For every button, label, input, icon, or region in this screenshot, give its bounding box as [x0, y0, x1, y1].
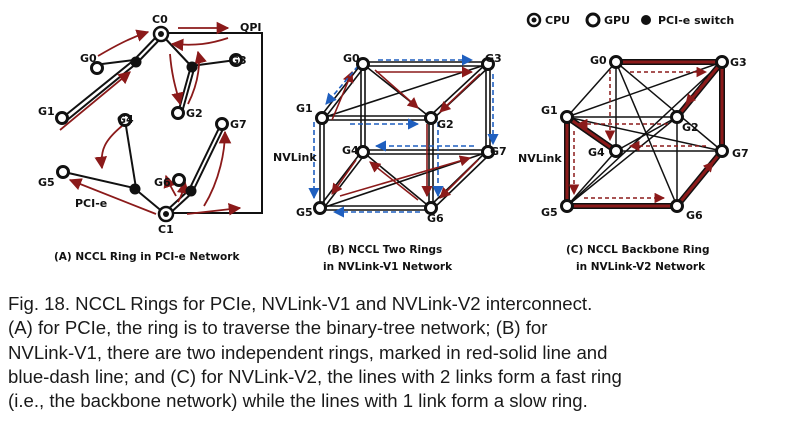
- label-g7: G7: [732, 147, 749, 160]
- caption-line: blue-dash line; and (C) for NVLink-V2, t…: [8, 365, 622, 387]
- legend-switch-label: PCI-e switch: [658, 14, 734, 27]
- legend: CPU GPU PCI-e switch: [526, 12, 734, 28]
- label-g6: G6: [427, 212, 444, 225]
- gpu-g0-node: [90, 61, 104, 75]
- panel-a-caption: (A) NCCL Ring in PCI-e Network: [54, 251, 240, 263]
- label-g7: G7: [230, 118, 247, 131]
- gpu-g3-node: [229, 53, 243, 67]
- gpu-legend-icon: [585, 12, 601, 28]
- label-g4: G4: [117, 113, 134, 126]
- label-nvlink: NVLink: [518, 152, 562, 165]
- label-g1: G1: [38, 105, 55, 118]
- label-g5: G5: [38, 176, 55, 189]
- switch-legend-icon: [641, 15, 651, 25]
- gpu-g7-node: [481, 145, 495, 159]
- label-g3: G3: [730, 56, 747, 69]
- gpu-g4-node: [118, 113, 132, 127]
- caption-line: Fig. 18. NCCL Rings for PCIe, NVLink-V1 …: [8, 293, 593, 314]
- label-g0: G0: [590, 54, 607, 67]
- gpu-g4-node: [609, 144, 623, 158]
- gpu-g5-node: [560, 199, 574, 213]
- panel-c-nvlink-v2: G0 G3 G1 G2 G4 G7 NVLink G5 G6 (C) NCCL …: [518, 54, 749, 273]
- gpu-g6-node: [670, 199, 684, 213]
- label-pcie: PCI-e: [75, 197, 107, 210]
- gpu-g5-node: [56, 165, 70, 179]
- label-g3: G3: [230, 54, 247, 67]
- caption-line: (A) for PCIe, the ring is to traverse th…: [8, 317, 548, 339]
- gpu-g3-node: [481, 57, 495, 71]
- label-g7: G7: [490, 145, 507, 158]
- gpu-g2-node: [424, 111, 438, 125]
- gpu-g5-node: [313, 201, 327, 215]
- panel-c-caption-line2: in NVLink-V2 Network: [576, 261, 706, 273]
- label-g4: G4: [588, 146, 605, 159]
- gpu-g2-node: [171, 106, 185, 120]
- label-g6: G6: [154, 176, 171, 189]
- panel-b-caption-line1: (B) NCCL Two Rings: [327, 244, 442, 256]
- gpu-g1-node: [315, 111, 329, 125]
- panel-b-nvlink-v1: G0 G3 G1 G2 G4 G7 NVLink G5 G6 (B) NCCL …: [273, 52, 507, 273]
- caption-line: (i.e., the backbone network) while the l…: [8, 390, 588, 412]
- label-g0: G0: [80, 52, 97, 65]
- gpu-g1-node: [560, 110, 574, 124]
- label-g4: G4: [342, 144, 359, 157]
- label-g2: G2: [186, 107, 203, 120]
- gpu-g6-node: [172, 173, 186, 187]
- label-c1: C1: [158, 223, 174, 236]
- legend-gpu-label: GPU: [604, 14, 630, 27]
- label-c0: C0: [152, 13, 168, 26]
- caption-line: NVLink-V1, there are two independent rin…: [8, 341, 608, 363]
- gpu-g0-node: [356, 57, 370, 71]
- label-g1: G1: [296, 102, 313, 115]
- gpu-g3-node: [715, 55, 729, 69]
- label-g3: G3: [485, 52, 502, 65]
- label-g1: G1: [541, 104, 558, 117]
- label-g5: G5: [541, 206, 558, 219]
- gpu-g7-node: [715, 144, 729, 158]
- label-g5: G5: [296, 206, 313, 219]
- legend-cpu-label: CPU: [545, 14, 570, 27]
- label-g0: G0: [343, 52, 360, 65]
- gpu-g6-node: [424, 201, 438, 215]
- panel-a-pcie: C0 QPI G0 G1 G2 G3 G4 G5 G6 G7 PCI-e C1 …: [38, 13, 263, 263]
- gpu-g0-node: [609, 55, 623, 69]
- label-nvlink: NVLink: [273, 151, 317, 164]
- panel-b-caption-line2: in NVLink-V1 Network: [323, 261, 453, 273]
- figure-caption: Fig. 18. NCCL Rings for PCIe, NVLink-V1 …: [8, 292, 784, 413]
- label-g6: G6: [686, 209, 703, 222]
- gpu-g1-node: [55, 111, 69, 125]
- label-qpi: QPI: [240, 21, 262, 34]
- label-g2: G2: [437, 118, 454, 131]
- figure-diagram: CPU GPU PCI-e switch: [38, 12, 749, 273]
- gpu-g7-node: [215, 117, 229, 131]
- label-g2: G2: [682, 121, 699, 134]
- panel-c-caption-line1: (C) NCCL Backbone Ring: [566, 244, 709, 256]
- gpu-g2-node: [670, 110, 684, 124]
- gpu-g4-node: [356, 145, 370, 159]
